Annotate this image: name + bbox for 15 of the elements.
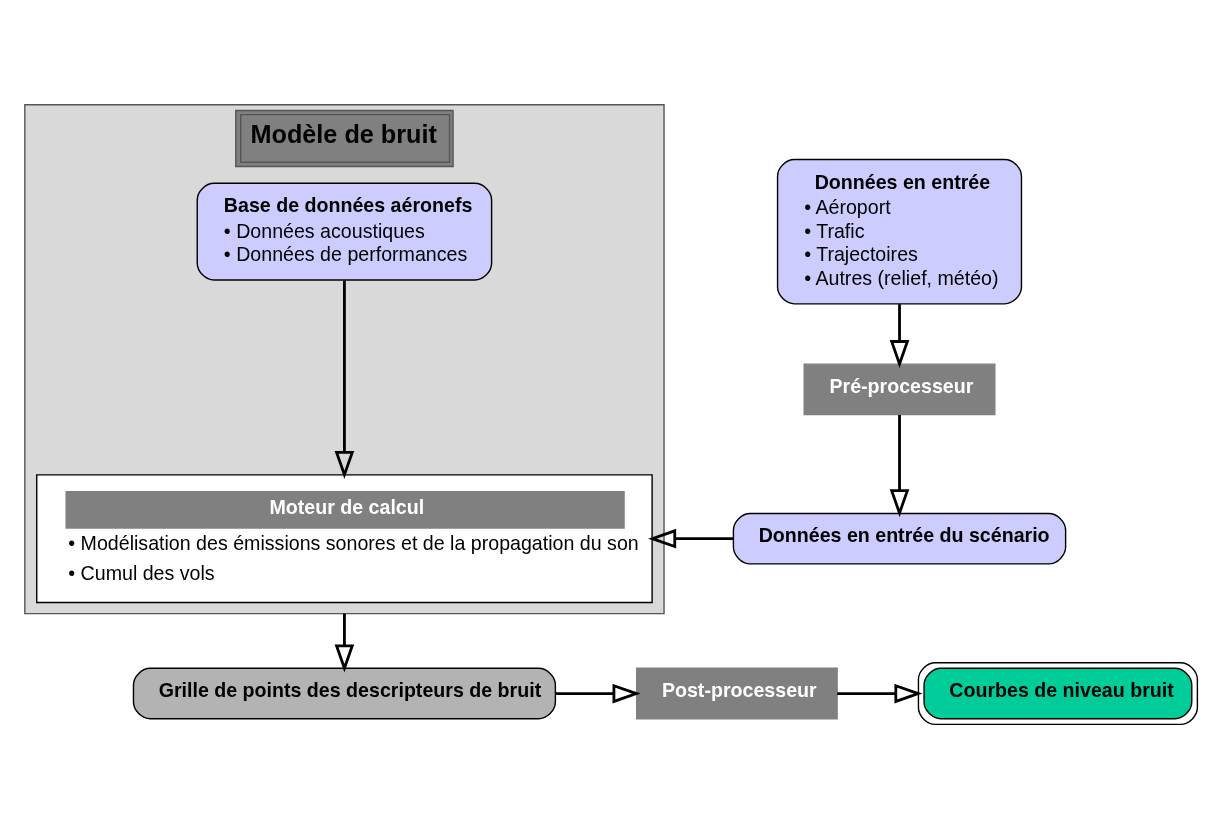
node-box: Courbes de niveau bruit	[917, 661, 1199, 725]
node-box: Données en entrée • Aéroport • Trafic • Trajectoires • Autres (relief, météo)	[776, 158, 1023, 305]
node-box: Données en entrée du scénario	[732, 512, 1067, 565]
node-box: Pré-processeur	[803, 362, 996, 415]
arrow	[889, 414, 910, 517]
node-box: Grille de points des descripteurs de bruit	[132, 667, 557, 719]
arrow	[648, 528, 733, 548]
node-box: Moteur de calcul • Modélisation des émissions sonores et de la propagation du son • Cumul des vols	[36, 473, 653, 603]
arrow	[555, 683, 641, 703]
arrow	[889, 303, 910, 368]
arrow	[334, 613, 355, 672]
node-box: Post-processeur	[636, 667, 838, 719]
node-box: Base de données aéronefs • Données acoustiques • Données de performances	[196, 182, 493, 281]
arrow	[837, 683, 923, 703]
arrow	[334, 280, 355, 479]
